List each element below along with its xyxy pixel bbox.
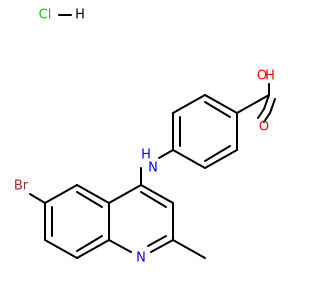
chlorine-label: Cl — [39, 8, 52, 23]
ring-nitrogen-label: N — [136, 251, 146, 266]
amine-hydrogen-label: H — [141, 148, 151, 163]
bond-quinoline-n1-c8a — [108, 239, 132, 253]
bond-c6-br — [29, 193, 46, 204]
carbonyl-oxygen-label: O — [259, 120, 269, 135]
amine-nitrogen-label: N — [148, 161, 158, 176]
bromine-label: Br — [14, 179, 29, 194]
bond-quinoline-c4-c3 — [140, 184, 174, 204]
atom-labels: Cl H O H O H N N Br — [14, 8, 275, 266]
bond-carboxyl-co-1 — [263, 94, 270, 110]
bond-benzo-c7-c8 — [44, 239, 78, 259]
bond-benzene-nh — [158, 149, 174, 159]
bond-benzene-2-inner — [204, 145, 231, 162]
hydroxyl-oxygen-label: O — [257, 69, 267, 84]
bond-carboxyl-co-2 — [269, 98, 276, 114]
bond-benzo-c5-c6 — [44, 184, 78, 204]
bond-ring-carboxyl — [236, 94, 270, 114]
bond-benzo-c8-c8a-inner — [76, 235, 103, 252]
hydroxyl-hydrogen-label: H — [265, 69, 275, 84]
bond-benzo-c4a-c5 — [76, 184, 110, 204]
bond-benzene-3 — [172, 149, 206, 169]
structure-canvas: Cl H O H O H N N Br — [14, 8, 276, 266]
bond-carboxyl-co-4 — [263, 112, 271, 123]
bond-benzene-6-inner — [204, 101, 231, 118]
bond-quinoline-c2-n1 — [150, 239, 174, 253]
bonds — [29, 14, 276, 259]
salt-hydrogen-label: H — [75, 8, 85, 23]
bond-benzene-5 — [172, 94, 206, 114]
bond-benzo-c4a-c5-inner — [76, 191, 103, 208]
bond-benzo-c8-c8a — [76, 239, 110, 259]
molecule-structure: Cl H O H O H N N Br — [14, 8, 276, 266]
bond-quinoline-c4-c3-inner — [140, 191, 167, 208]
bond-methyl — [172, 239, 206, 259]
bond-quinoline-c2-n1-inner — [147, 235, 167, 247]
bond-quinoline-c4a-c4 — [108, 184, 142, 204]
bond-benzene-6 — [204, 94, 238, 114]
bond-benzene-2 — [204, 149, 238, 169]
bond-carboxyl-co-3 — [257, 108, 265, 119]
